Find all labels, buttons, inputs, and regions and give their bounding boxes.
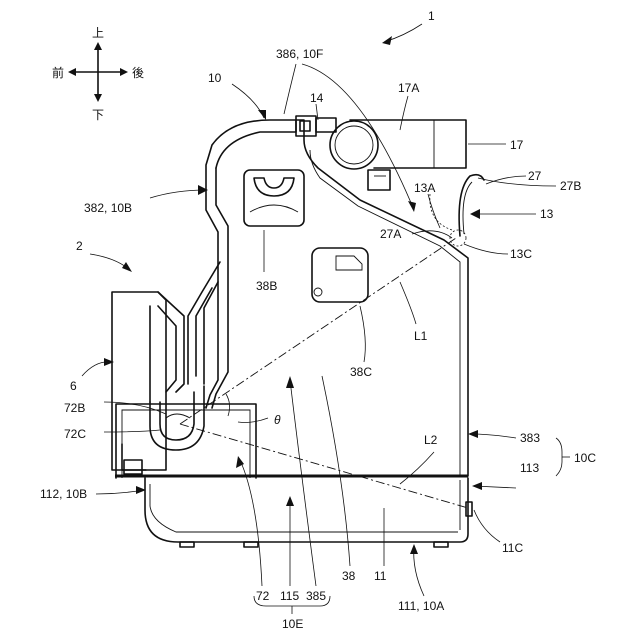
label-113: 113	[520, 461, 539, 475]
window-38B	[244, 170, 304, 226]
front-unit-2	[112, 262, 256, 478]
label-72B: 72B	[64, 401, 85, 415]
label-386-10F: 386, 10F	[276, 47, 323, 61]
label-10E: 10E	[282, 617, 303, 631]
label-theta: θ	[274, 413, 281, 427]
main-body	[206, 116, 468, 476]
label-L2: L2	[424, 433, 438, 447]
label-112-10B: 112, 10B	[40, 487, 87, 501]
label-115: 115	[280, 589, 299, 603]
label-382-10B: 382, 10B	[84, 201, 132, 215]
label-13C: 13C	[510, 247, 532, 261]
label-13A: 13A	[414, 181, 435, 195]
label-38: 38	[342, 569, 356, 583]
label-27B: 27B	[560, 179, 581, 193]
direction-up-label: 上	[92, 26, 104, 40]
label-11: 11	[374, 569, 387, 583]
label-38C: 38C	[350, 365, 372, 379]
tank-17	[330, 120, 466, 190]
label-383: 383	[520, 431, 540, 445]
label-27: 27	[528, 169, 542, 183]
label-L1: L1	[414, 329, 428, 343]
label-72C: 72C	[64, 427, 86, 441]
label-1: 1	[428, 9, 435, 23]
label-14: 14	[310, 91, 324, 105]
leader-lines	[82, 24, 570, 614]
direction-front-label: 前	[52, 65, 64, 80]
label-38B: 38B	[256, 279, 277, 293]
label-13: 13	[540, 207, 554, 221]
label-385: 385	[306, 589, 326, 603]
label-10C: 10C	[574, 451, 596, 465]
base-housing	[115, 476, 472, 547]
label-11C: 11C	[502, 541, 523, 555]
direction-back-label: 後	[132, 66, 144, 80]
label-6: 6	[70, 379, 77, 393]
label-111-10A: 111, 10A	[398, 599, 444, 613]
label-27A: 27A	[380, 227, 401, 241]
direction-down-label: 下	[92, 108, 104, 122]
reference-lines	[180, 238, 468, 508]
window-38C	[312, 248, 368, 302]
label-17A: 17A	[398, 81, 419, 95]
hook-27	[430, 175, 484, 246]
label-2: 2	[76, 239, 83, 253]
label-72: 72	[256, 589, 270, 603]
direction-compass: 上 下 前 後	[52, 26, 144, 122]
label-17: 17	[510, 138, 524, 152]
label-10: 10	[208, 71, 222, 85]
reference-labels: 1 386, 10F 10 14 17A 17 27 27B 13A 13 27…	[40, 9, 596, 631]
